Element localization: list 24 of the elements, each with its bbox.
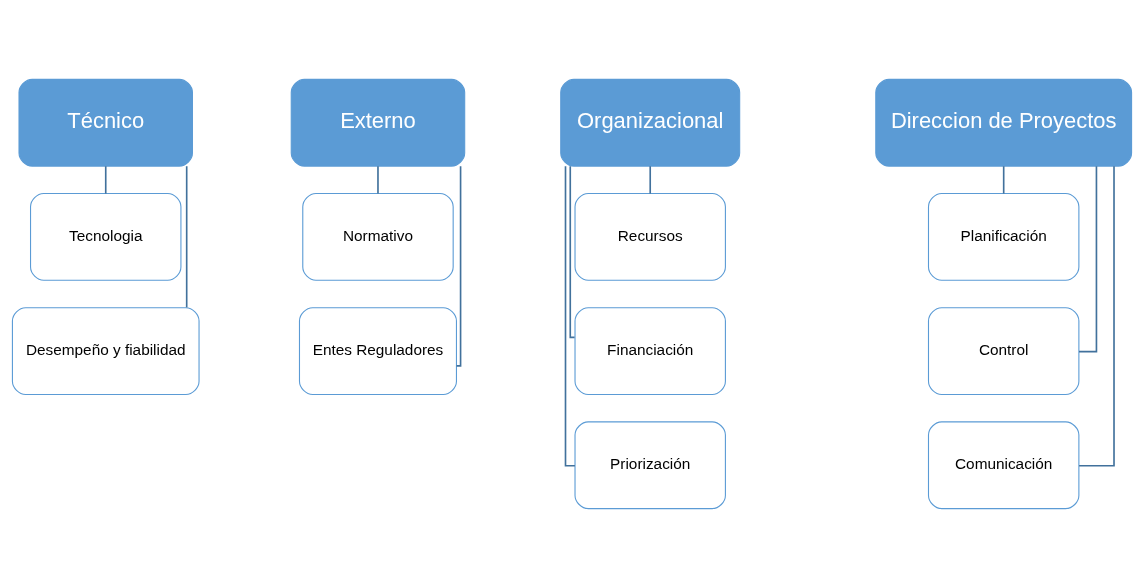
- connector: [1078, 165, 1098, 353]
- connector: [569, 165, 576, 339]
- connector: [1078, 165, 1115, 467]
- connector: [1002, 165, 1005, 195]
- connector: [564, 165, 576, 467]
- node-box: Control: [927, 307, 1080, 395]
- node-box: Entes Reguladores: [298, 307, 457, 395]
- node-box: Recursos: [574, 193, 726, 281]
- node-box: Priorización: [574, 421, 726, 510]
- node-box: Desempeño y fiabilidad: [11, 307, 200, 395]
- node-box: Comunicación: [927, 421, 1080, 510]
- node-box: Direccion de Proyectos: [875, 78, 1133, 167]
- node-box: Técnico: [18, 78, 193, 167]
- connector: [104, 165, 107, 195]
- node-box: Externo: [290, 78, 466, 167]
- connector: [377, 165, 379, 195]
- connector: [455, 165, 462, 367]
- node-box: Normativo: [302, 193, 454, 281]
- connector: [649, 165, 652, 195]
- node-box: Planificación: [927, 193, 1080, 281]
- connector: [185, 165, 188, 309]
- node-box: Tecnologia: [30, 193, 182, 281]
- node-box: Financiación: [574, 307, 726, 395]
- node-box: Organizacional: [560, 78, 741, 167]
